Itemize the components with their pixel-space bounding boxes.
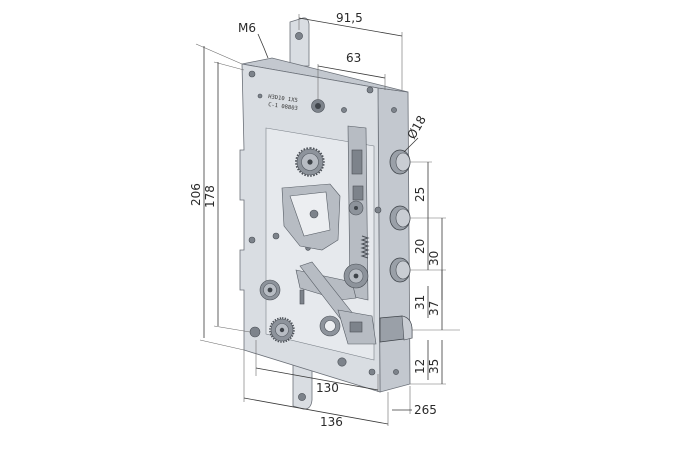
fixing-hole-bottom-mid bbox=[337, 357, 347, 367]
dim-35: 35 bbox=[427, 359, 441, 374]
plate-marking-1: H3D10 1X5 bbox=[268, 94, 298, 104]
latch-bolt-face bbox=[401, 315, 413, 341]
fixing-hole-bottom-left bbox=[249, 326, 261, 338]
top-fixing-tab bbox=[289, 17, 310, 67]
dim-136: 136 bbox=[320, 415, 343, 429]
dim-m6: M6 bbox=[238, 21, 256, 35]
upper-cam-pin bbox=[309, 209, 319, 219]
fixing-hole-top-inner bbox=[315, 103, 321, 109]
dim-12: 12 bbox=[413, 359, 427, 374]
small-hole-mid bbox=[374, 206, 382, 214]
plate-marking-2: C-1 08803 bbox=[268, 102, 298, 112]
mechanism bbox=[248, 70, 413, 376]
dim-30: 30 bbox=[427, 251, 441, 266]
dim-31: 31 bbox=[413, 295, 427, 310]
bottom-tab-hole bbox=[298, 393, 306, 401]
upper-gear bbox=[295, 147, 325, 177]
small-gear-1-hub bbox=[354, 206, 358, 210]
fixing-hole-small-4 bbox=[272, 232, 280, 240]
fixing-hole-small-3 bbox=[248, 236, 256, 244]
slot-small bbox=[299, 289, 305, 305]
lower-gear bbox=[343, 263, 369, 289]
link-slot-2 bbox=[352, 185, 364, 201]
dim-265: 265 bbox=[414, 403, 437, 417]
fixing-hole-top-right bbox=[366, 86, 374, 94]
dim-206: 206 bbox=[189, 183, 203, 206]
faceplate-screw-top bbox=[391, 107, 397, 113]
top-tab-hole bbox=[295, 32, 303, 40]
dim-130: 130 bbox=[316, 381, 339, 395]
dim-63: 63 bbox=[346, 51, 361, 65]
deadbolt-1 bbox=[389, 149, 411, 175]
deadbolt-2 bbox=[389, 205, 411, 231]
fixing-hole-small-1 bbox=[341, 107, 347, 113]
deadbolts bbox=[389, 107, 411, 375]
fixing-hole-top-left bbox=[248, 70, 256, 78]
fixing-hole-bottom-right bbox=[368, 368, 376, 376]
follower-hub bbox=[259, 279, 281, 301]
dim-37: 37 bbox=[427, 301, 441, 316]
faceplate-screw-bottom bbox=[393, 369, 399, 375]
dimensions bbox=[195, 14, 460, 426]
bottom-gear bbox=[269, 317, 295, 343]
link-slot-1 bbox=[351, 149, 363, 175]
dim-91-5: 91,5 bbox=[336, 11, 363, 25]
deadbolt-3 bbox=[389, 257, 411, 283]
dim-25: 25 bbox=[413, 187, 427, 202]
cylinder-cam bbox=[319, 309, 377, 345]
dim-178: 178 bbox=[203, 185, 217, 208]
spring bbox=[360, 235, 370, 259]
fixing-hole-small-2 bbox=[257, 93, 263, 99]
dim-20: 20 bbox=[413, 239, 427, 254]
